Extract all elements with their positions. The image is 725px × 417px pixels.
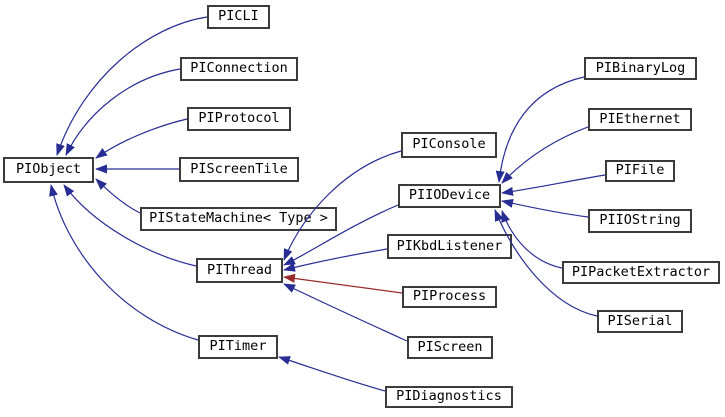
class-node-label: PIProtocol xyxy=(198,110,280,127)
class-node-label: PIConnection xyxy=(190,60,288,77)
class-node-PIProcess[interactable]: PIProcess xyxy=(402,286,497,308)
class-node-PIScreenTile[interactable]: PIScreenTile xyxy=(179,157,299,182)
class-node-label: PIIOString xyxy=(599,212,681,229)
class-node-label: PIObject xyxy=(15,161,82,178)
class-node-PITimer[interactable]: PITimer xyxy=(198,335,278,359)
class-node-PIThread[interactable]: PIThread xyxy=(196,258,283,283)
class-node-label: PIProcess xyxy=(412,288,487,305)
class-node-PIIODevice[interactable]: PIIODevice xyxy=(398,184,501,208)
class-node-PIConsole[interactable]: PIConsole xyxy=(401,132,497,158)
class-node-label: PIScreenTile xyxy=(190,160,288,177)
class-node-label: PIBinaryLog xyxy=(595,59,686,76)
class-node-PIFile[interactable]: PIFile xyxy=(605,160,675,182)
class-node-label: PIConsole xyxy=(412,136,486,153)
class-node-label: PIThread xyxy=(206,261,273,278)
class-node-label: PIIODevice xyxy=(408,187,491,204)
class-node-PIStateMachine[interactable]: PIStateMachine< Type > xyxy=(140,207,337,231)
class-node-PIObject[interactable]: PIObject xyxy=(3,157,94,183)
class-node-label: PIFile xyxy=(615,162,665,179)
class-node-label: PICLI xyxy=(218,8,259,25)
class-node-PIScreen[interactable]: PIScreen xyxy=(407,336,493,359)
class-node-PICLI[interactable]: PICLI xyxy=(207,5,270,29)
class-node-PIKbdListener[interactable]: PIKbdListener xyxy=(387,234,512,259)
class-node-PIDiagnostics[interactable]: PIDiagnostics xyxy=(385,386,513,408)
class-node-label: PIDiagnostics xyxy=(396,388,502,405)
class-node-PIIOString[interactable]: PIIOString xyxy=(588,209,692,233)
class-node-label: PIScreen xyxy=(417,338,483,355)
class-node-label: PIPacketExtractor xyxy=(571,263,711,280)
class-node-PIProtocol[interactable]: PIProtocol xyxy=(187,107,291,131)
class-node-PISerial[interactable]: PISerial xyxy=(597,310,683,333)
class-node-PIBinaryLog[interactable]: PIBinaryLog xyxy=(584,57,697,80)
class-node-label: PIStateMachine< Type > xyxy=(149,210,328,227)
class-node-PIConnection[interactable]: PIConnection xyxy=(180,57,298,81)
class-node-label: PISerial xyxy=(607,312,673,329)
class-node-label: PIKbdListener xyxy=(396,237,503,254)
class-node-PIPacketExtractor[interactable]: PIPacketExtractor xyxy=(562,261,720,284)
class-node-label: PITimer xyxy=(209,338,267,355)
class-node-PIEthernet[interactable]: PIEthernet xyxy=(588,108,692,131)
class-node-label: PIEthernet xyxy=(599,110,681,127)
